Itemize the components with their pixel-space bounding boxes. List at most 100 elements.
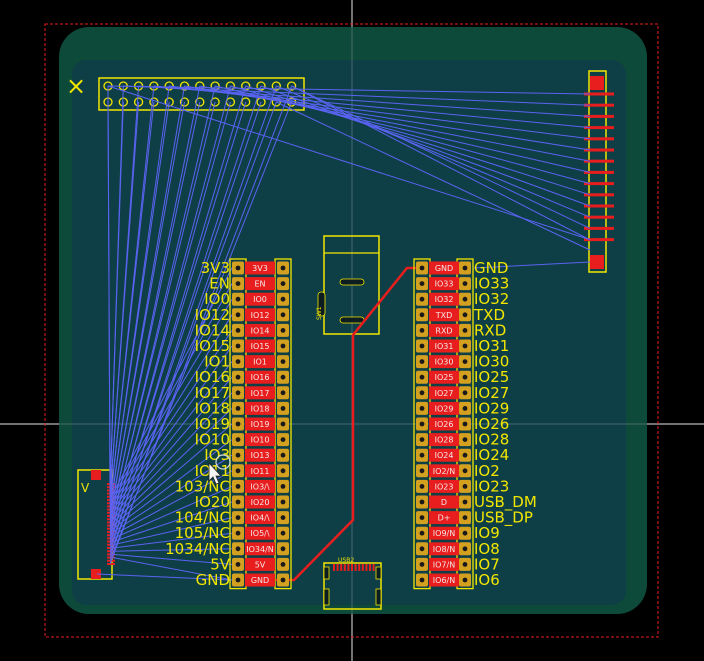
right-pin-pad-label: IO6/N xyxy=(433,576,455,585)
right-pin-pad xyxy=(429,370,459,384)
left-pin-hole-b xyxy=(277,277,289,291)
left-pin-pad xyxy=(245,308,275,322)
right-pin-pad xyxy=(429,417,459,431)
left-pin-pad-label: IO10 xyxy=(251,436,270,445)
right-pin-label: IO30 xyxy=(474,353,509,371)
left-pin-hole-a xyxy=(232,339,244,353)
right-pin-hole-a xyxy=(416,557,428,571)
usb-shield-br xyxy=(375,588,382,606)
right-pin-hole-a xyxy=(416,277,428,291)
left-pin-pad-label: IO5/\ xyxy=(250,529,269,538)
right-pin-hole-b xyxy=(459,323,471,337)
left-pin-header[interactable]: 3V33V3ENENIO0IO0IO12IO12IO14IO14IO15IO15… xyxy=(165,258,292,590)
top-connector-pin xyxy=(241,97,251,107)
right-fpc-pin xyxy=(584,226,614,230)
right-pin-hole-a xyxy=(416,433,428,447)
close-icon[interactable]: × xyxy=(66,72,86,100)
right-pin-pad-label: GND xyxy=(435,264,453,273)
usb-pin xyxy=(361,564,364,571)
ratsnest-line xyxy=(214,85,591,173)
left-pin-pad xyxy=(245,511,275,525)
right-fpc-pin xyxy=(584,238,614,242)
ratsnest-line xyxy=(112,298,233,501)
right-fpc-pin xyxy=(584,204,614,208)
right-pin-pad xyxy=(429,323,459,337)
left-pin-pad-label: IO1 xyxy=(253,358,267,367)
left-pin-hole-a xyxy=(232,355,244,369)
right-pin-pad-label: IO29 xyxy=(435,404,454,413)
ratsnest-line xyxy=(112,423,233,526)
ratsnest-line xyxy=(112,314,233,504)
left-pin-pad-label: IO4/\ xyxy=(250,514,269,523)
right-fpc-pin xyxy=(584,170,614,174)
right-pin-label: USB_DM xyxy=(474,493,537,512)
usb-pin xyxy=(365,564,368,571)
left-pin-pad xyxy=(245,433,275,447)
ratsnest-line xyxy=(109,85,140,501)
right-pin-pad-label: IO2/N xyxy=(433,467,455,476)
right-pin-pad xyxy=(429,292,459,306)
usb-pin xyxy=(354,564,357,571)
right-pin-label: IO31 xyxy=(474,337,509,355)
right-fpc-pin xyxy=(584,148,614,152)
left-pin-pad xyxy=(245,479,275,493)
left-pin-hole-b xyxy=(277,292,289,306)
usb-shield-tl xyxy=(323,566,330,580)
right-pin-label: IO8 xyxy=(474,540,500,558)
left-pin-hole-b xyxy=(277,542,289,556)
right-pin-hole-a xyxy=(416,479,428,493)
left-pin-hole-b xyxy=(277,261,289,275)
right-pin-pad xyxy=(429,542,459,556)
right-pin-pad xyxy=(429,448,459,462)
ratsnest-line xyxy=(184,85,591,151)
right-pin-hole-a xyxy=(416,308,428,322)
right-pin-hole-b xyxy=(459,261,471,275)
switch-pad-3 xyxy=(339,316,365,324)
ratsnest-line xyxy=(107,85,591,95)
right-pin-pad xyxy=(429,261,459,275)
left-pin-pad-label: IO3/\ xyxy=(250,482,269,491)
switch-sw1[interactable]: SW1 xyxy=(316,235,380,335)
right-pin-hole-a xyxy=(416,417,428,431)
right-pin-hole-b xyxy=(459,386,471,400)
left-pin-hole-b xyxy=(277,308,289,322)
usb-pin xyxy=(372,564,375,571)
right-pin-pad-label: IO9/N xyxy=(433,529,455,538)
right-fpc-connector[interactable] xyxy=(584,70,614,273)
left-pin-label: IO20 xyxy=(195,493,230,511)
left-pin-pad xyxy=(245,573,275,587)
right-pin-hole-b xyxy=(459,370,471,384)
right-pin-hole-b xyxy=(459,308,471,322)
left-pin-pad-label: IO20 xyxy=(251,498,270,507)
ratsnest-line xyxy=(291,85,591,241)
mouse-cursor-icon xyxy=(208,454,231,485)
left-pin-hole-b xyxy=(277,464,289,478)
ratsnest-line xyxy=(107,85,111,488)
left-pin-hole-a xyxy=(232,433,244,447)
right-pin-pad xyxy=(429,386,459,400)
left-fpc-mount-bottom xyxy=(91,569,101,579)
right-pin-hole-a xyxy=(416,511,428,525)
right-pin-pad-label: IO23 xyxy=(435,482,454,491)
right-pin-pad-label: D+ xyxy=(438,514,451,523)
left-pin-label: 1034/NC xyxy=(165,540,230,558)
right-fpc-pin xyxy=(584,114,614,118)
usb-pin xyxy=(358,564,361,571)
ratsnest-line xyxy=(112,485,233,539)
usb-shield-tr xyxy=(375,566,382,580)
right-pin-label: IO28 xyxy=(474,431,509,449)
usb-connector[interactable]: USB2 xyxy=(323,557,382,610)
right-pin-pad-label: IO27 xyxy=(435,389,454,398)
right-pin-hole-b xyxy=(459,573,471,587)
left-pin-pad xyxy=(245,495,275,509)
top-connector-pin xyxy=(179,97,190,107)
right-pin-hole-b xyxy=(459,511,471,525)
ratsnest-line xyxy=(109,85,277,558)
left-pin-hole-a xyxy=(232,542,244,556)
left-pin-hole-a xyxy=(232,308,244,322)
left-pin-hole-b xyxy=(277,479,289,493)
right-pin-pad xyxy=(429,511,459,525)
top-connector-pin xyxy=(195,97,205,107)
